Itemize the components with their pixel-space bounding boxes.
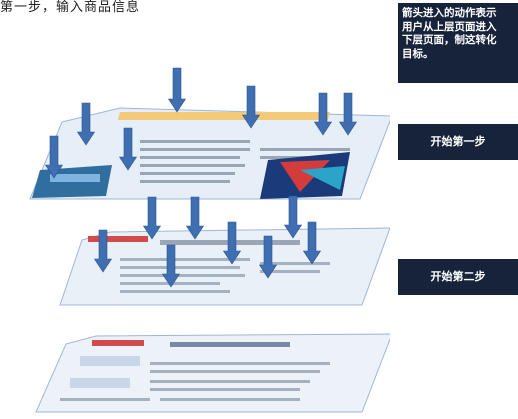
down-arrow [93,229,113,273]
down-arrow [44,135,64,179]
page-layer-1 [29,107,390,200]
down-arrow [222,221,242,265]
page-layer-2 [59,227,390,306]
down-arrow [185,196,205,240]
down-arrow [76,102,96,146]
down-arrow [283,195,303,239]
note-line: 目标。 [402,47,434,60]
down-arrow [142,196,162,240]
arrow-note-box: 箭头进入的动作表示 用户从上层页面进入 下层页面，制这转化 目标。 [398,3,518,83]
down-arrow [313,92,333,136]
page-layers [29,67,390,413]
down-arrow [167,67,187,113]
down-arrow [161,244,181,288]
down-arrow [241,85,261,129]
down-arrow [118,127,138,171]
diagram-title: 第一步，输入商品信息 [0,0,141,15]
down-arrow [338,92,358,136]
page-layer-3 [35,333,390,413]
note-line: 下层页面，制这转化 [402,34,497,46]
down-arrow [302,221,322,265]
down-arrow [258,235,278,279]
step-1-label: 开始第一步 [398,124,518,160]
step-2-label: 开始第二步 [398,259,518,295]
arrow-group [44,67,358,288]
note-line: 箭头进入的动作表示 [402,7,497,19]
note-line: 用户从上层页面进入 [402,20,497,33]
